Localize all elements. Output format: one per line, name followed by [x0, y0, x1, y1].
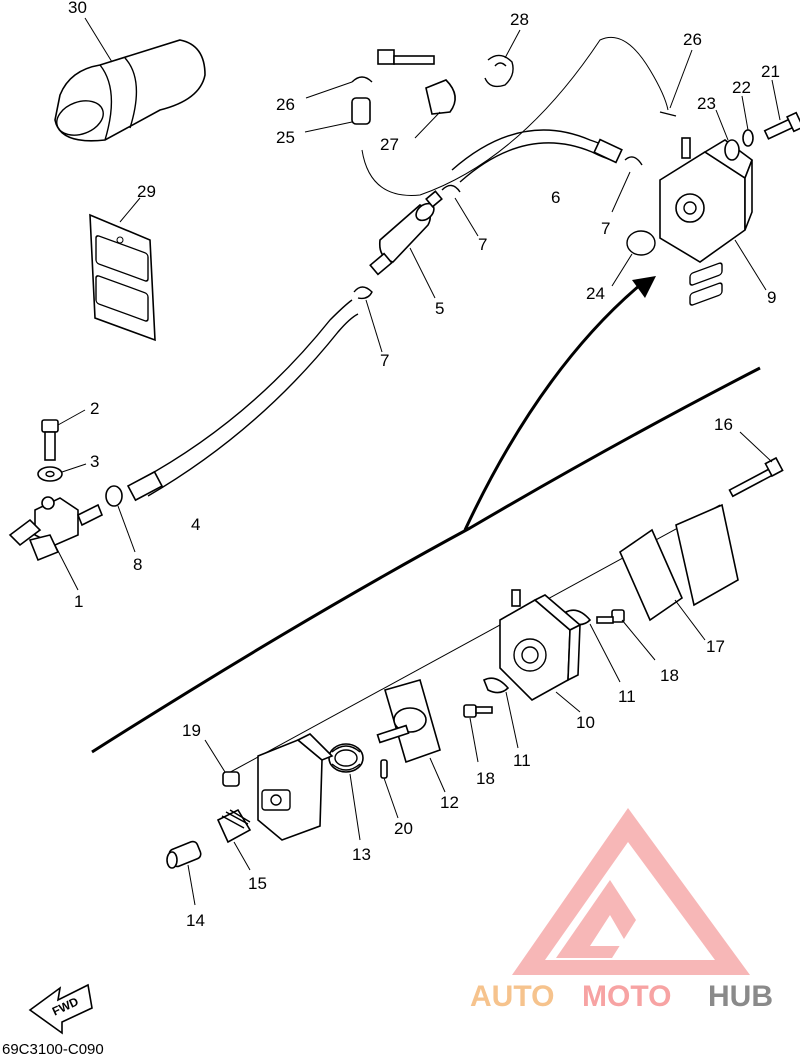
part-10: [499, 589, 582, 713]
callout-11-upper: 11: [618, 687, 636, 706]
part-5: [369, 190, 443, 299]
part-27: [377, 49, 456, 139]
callout-24: 24: [586, 284, 605, 303]
part-1: [8, 496, 104, 591]
part-20: [380, 759, 399, 819]
part-22: [741, 95, 754, 147]
separator-line: [91, 366, 761, 754]
part-cover-plate: [675, 262, 739, 607]
part-21: [763, 79, 800, 140]
callout-3: 3: [90, 452, 99, 471]
part-24: [611, 230, 656, 287]
callout-28: 28: [510, 10, 529, 29]
callout-5: 5: [435, 299, 444, 318]
hose-end-4: [126, 470, 164, 502]
callout-26-top: 26: [683, 30, 702, 49]
callout-11-lower: 11: [513, 751, 531, 770]
callout-labels: 30 28 26 21 22 23 26 25 27 29 6 7 7 24 9…: [68, 0, 780, 930]
part-25: [304, 97, 371, 133]
part-26-top: [659, 49, 693, 117]
part-2: [41, 409, 86, 461]
callout-2: 2: [90, 399, 99, 418]
callout-23: 23: [697, 94, 716, 113]
callout-19: 19: [182, 721, 201, 740]
fuel-hose-4: [139, 299, 353, 481]
part-28: [484, 29, 521, 88]
part-19: [204, 739, 240, 787]
callout-30: 30: [68, 0, 87, 17]
callout-16: 16: [714, 415, 733, 434]
callout-7a: 7: [380, 351, 389, 370]
callout-18-lower: 18: [476, 769, 495, 788]
callout-25: 25: [276, 128, 295, 147]
callout-7c: 7: [601, 219, 610, 238]
fwd-arrow-icon: FWD: [28, 983, 93, 1035]
callout-15: 15: [248, 874, 267, 893]
fuel-hose-4-edge: [147, 313, 359, 497]
callout-4: 4: [191, 515, 200, 534]
watermark-hub: HUB: [708, 980, 773, 1013]
callout-9: 9: [767, 288, 776, 307]
part-29: [89, 197, 156, 342]
callout-7b: 7: [478, 235, 487, 254]
callout-29: 29: [137, 182, 156, 201]
part-12: [376, 679, 446, 793]
callout-17: 17: [706, 637, 725, 656]
part-8: [105, 485, 136, 553]
callout-12: 12: [440, 793, 459, 812]
clip-7b: [441, 184, 479, 237]
watermark-moto: MOTO: [582, 980, 671, 1013]
callout-18-upper: 18: [660, 666, 679, 685]
part-13: [328, 743, 364, 841]
part-23: [715, 109, 740, 161]
assembly-arrow-head: [632, 276, 656, 298]
callout-22: 22: [732, 78, 751, 97]
watermark-logo: AUTO MOTO HUB: [470, 808, 773, 1013]
callout-6: 6: [551, 188, 560, 207]
part-14: [166, 840, 202, 906]
clip-7c: [611, 156, 643, 213]
part-9: [659, 137, 767, 291]
part-housing-lower: [257, 733, 334, 841]
part-30: [54, 17, 206, 142]
callout-20: 20: [394, 819, 413, 838]
callout-13: 13: [352, 845, 371, 864]
callout-14: 14: [186, 911, 205, 930]
assembly-arrow-line: [463, 283, 641, 531]
part-3: [37, 463, 87, 482]
part-18-lower: [463, 704, 493, 763]
part-18-upper: [596, 609, 656, 661]
callout-21: 21: [761, 62, 780, 81]
part-26-clip: [305, 76, 373, 99]
callout-8: 8: [133, 555, 142, 574]
watermark-auto: AUTO: [470, 980, 554, 1013]
part-15: [216, 808, 252, 871]
callout-10: 10: [576, 713, 595, 732]
callout-1: 1: [74, 592, 83, 611]
callout-26: 26: [276, 95, 295, 114]
clip-7a: [353, 286, 383, 353]
callout-27: 27: [380, 135, 399, 154]
part-16: [728, 431, 784, 498]
part-11-lower: [482, 677, 519, 749]
part-17: [619, 528, 706, 641]
fuel-hose-6-edge: [459, 142, 613, 183]
fuel-line-25: [361, 36, 669, 196]
diagram-code: 69C3100-C090: [2, 1041, 104, 1057]
hose-end-6: [593, 138, 623, 164]
